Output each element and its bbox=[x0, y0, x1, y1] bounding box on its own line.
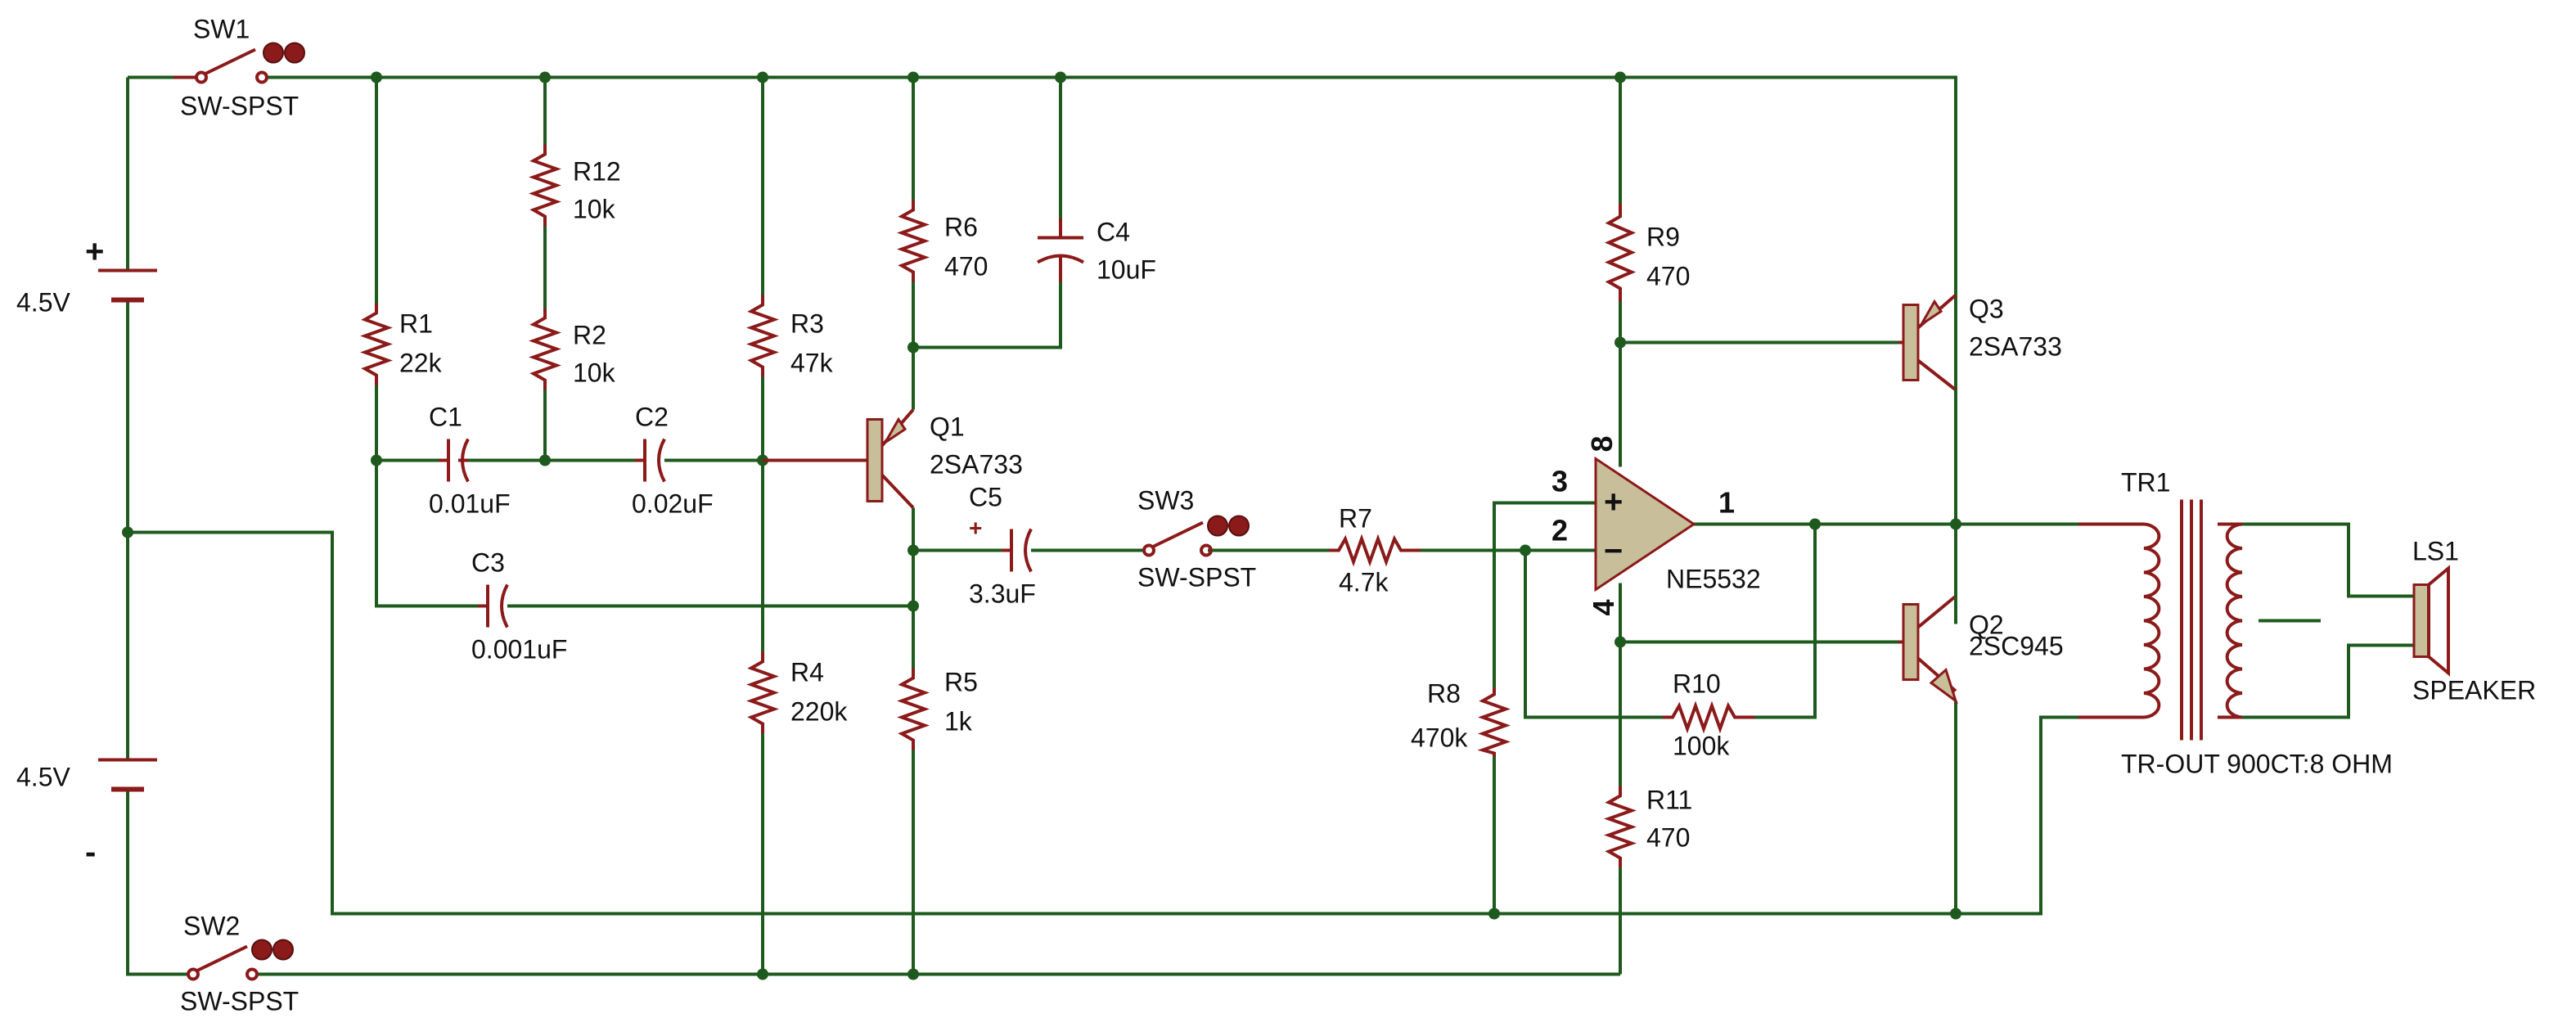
switch-sw2: SW2 SW-SPST bbox=[180, 912, 299, 1016]
c5-ref: C5 bbox=[969, 483, 1002, 512]
resistor-r2: R2 10k bbox=[529, 308, 616, 390]
c4-ref: C4 bbox=[1097, 218, 1130, 247]
r9-value: 470 bbox=[1646, 262, 1690, 291]
switch-sw1: SW1 SW-SPST bbox=[173, 15, 305, 121]
q1-ref: Q1 bbox=[930, 412, 965, 442]
opamp-pin-2: 2 bbox=[1551, 514, 1568, 547]
r10-value: 100k bbox=[1673, 732, 1730, 761]
capacitor-c4: C4 10uF bbox=[1037, 218, 1156, 285]
resistor-r12: R12 10k bbox=[529, 144, 621, 227]
capacitor-c5: + C5 3.3uF bbox=[969, 483, 1036, 609]
sw2-ref: SW2 bbox=[183, 912, 240, 941]
q2-ref: Q2 bbox=[1969, 610, 2004, 640]
c1-value: 0.01uF bbox=[429, 489, 511, 519]
r5-value: 1k bbox=[944, 707, 973, 736]
battery-lower-voltage: 4.5V bbox=[16, 763, 70, 792]
c3-ref: C3 bbox=[471, 548, 505, 578]
transistor-q1: Q1 2SA733 bbox=[763, 408, 1023, 509]
battery-lower: 4.5V - bbox=[16, 758, 157, 871]
wires bbox=[126, 75, 2414, 976]
battery-upper-plus: + bbox=[85, 234, 104, 270]
tr1-part: TR-OUT 900CT:8 OHM bbox=[2121, 750, 2393, 779]
opamp-minus-sign: − bbox=[1604, 534, 1623, 570]
sw1-type: SW-SPST bbox=[180, 92, 299, 121]
sw2-type: SW-SPST bbox=[180, 987, 299, 1016]
resistor-r4: R4 220k bbox=[746, 651, 848, 734]
opamp-pin-1: 1 bbox=[1718, 486, 1735, 520]
r4-value: 220k bbox=[790, 697, 848, 727]
tr1-ref: TR1 bbox=[2121, 468, 2170, 498]
capacitor-c2: C2 0.02uF bbox=[632, 403, 714, 519]
c1-ref: C1 bbox=[429, 403, 462, 432]
r4-ref: R4 bbox=[790, 658, 824, 687]
r1-ref: R1 bbox=[399, 309, 433, 339]
battery-upper: + 4.5V bbox=[16, 234, 157, 318]
opamp-pin-8: 8 bbox=[1585, 435, 1619, 452]
resistor-r8: R8 470k bbox=[1411, 679, 1511, 757]
r12-value: 10k bbox=[573, 195, 616, 224]
c2-ref: C2 bbox=[635, 403, 669, 432]
sw3-type: SW-SPST bbox=[1137, 563, 1256, 592]
r10-ref: R10 bbox=[1673, 669, 1721, 699]
switch-sw3: SW3 SW-SPST bbox=[1137, 486, 1256, 592]
c4-value: 10uF bbox=[1097, 255, 1156, 285]
ls1-part: SPEAKER bbox=[2412, 676, 2536, 705]
opamp-ne5532: + − 3 2 1 8 4 NE5532 bbox=[1551, 435, 1761, 615]
r6-value: 470 bbox=[944, 252, 988, 282]
sw3-ref: SW3 bbox=[1137, 486, 1194, 516]
q3-part: 2SA733 bbox=[1969, 332, 2062, 362]
capacitor-c3: C3 0.001uF bbox=[471, 548, 567, 664]
r2-ref: R2 bbox=[573, 321, 606, 350]
resistor-r6: R6 470 bbox=[897, 200, 988, 282]
r3-ref: R3 bbox=[790, 309, 824, 339]
c5-polarity: + bbox=[969, 516, 982, 541]
r5-ref: R5 bbox=[944, 668, 978, 697]
resistor-r3: R3 47k bbox=[746, 295, 834, 378]
c2-value: 0.02uF bbox=[632, 489, 714, 519]
battery-lower-minus: - bbox=[85, 835, 96, 871]
r8-value: 470k bbox=[1411, 723, 1468, 753]
r3-value: 47k bbox=[790, 349, 834, 378]
ls1-ref: LS1 bbox=[2412, 537, 2459, 566]
opamp-pin-3: 3 bbox=[1551, 465, 1568, 498]
r2-value: 10k bbox=[573, 358, 616, 388]
r8-ref: R8 bbox=[1427, 679, 1461, 709]
transistor-q3: Q3 2SA733 bbox=[1898, 293, 2062, 433]
resistor-r9: R9 470 bbox=[1604, 203, 1690, 302]
c5-value: 3.3uF bbox=[969, 579, 1036, 609]
r7-ref: R7 bbox=[1339, 504, 1372, 534]
sw1-ref: SW1 bbox=[193, 15, 250, 44]
resistor-r11: R11 470 bbox=[1604, 786, 1692, 868]
junction-nodes bbox=[122, 71, 1961, 980]
resistor-r1: R1 22k bbox=[360, 303, 443, 385]
opamp-part: NE5532 bbox=[1666, 565, 1761, 594]
r12-ref: R12 bbox=[573, 157, 621, 187]
resistor-r7: R7 4.7k bbox=[1329, 504, 1421, 597]
opamp-pin-4: 4 bbox=[1587, 599, 1620, 615]
c3-value: 0.001uF bbox=[471, 635, 567, 664]
transistor-q2: Q2 2SC945 bbox=[1898, 594, 2064, 705]
q2-part: 2SC945 bbox=[1969, 632, 2064, 661]
resistor-r10: R10 100k bbox=[1663, 669, 1754, 761]
r11-value: 470 bbox=[1646, 823, 1690, 853]
opamp-plus-sign: + bbox=[1604, 484, 1623, 520]
battery-upper-voltage: 4.5V bbox=[16, 288, 70, 318]
r6-ref: R6 bbox=[944, 213, 978, 242]
q1-part: 2SA733 bbox=[930, 450, 1023, 480]
speaker-ls1: LS1 SPEAKER bbox=[2412, 537, 2536, 705]
r11-ref: R11 bbox=[1646, 786, 1692, 815]
capacitor-c1: C1 0.01uF bbox=[429, 403, 511, 519]
r7-value: 4.7k bbox=[1339, 568, 1389, 597]
transformer-tr1: TR1 TR-OUT 900CT:8 OHM bbox=[2078, 468, 2393, 779]
r1-value: 22k bbox=[399, 349, 443, 378]
q3-ref: Q3 bbox=[1969, 295, 2004, 324]
resistor-r5: R5 1k bbox=[897, 668, 978, 750]
r9-ref: R9 bbox=[1646, 223, 1680, 252]
